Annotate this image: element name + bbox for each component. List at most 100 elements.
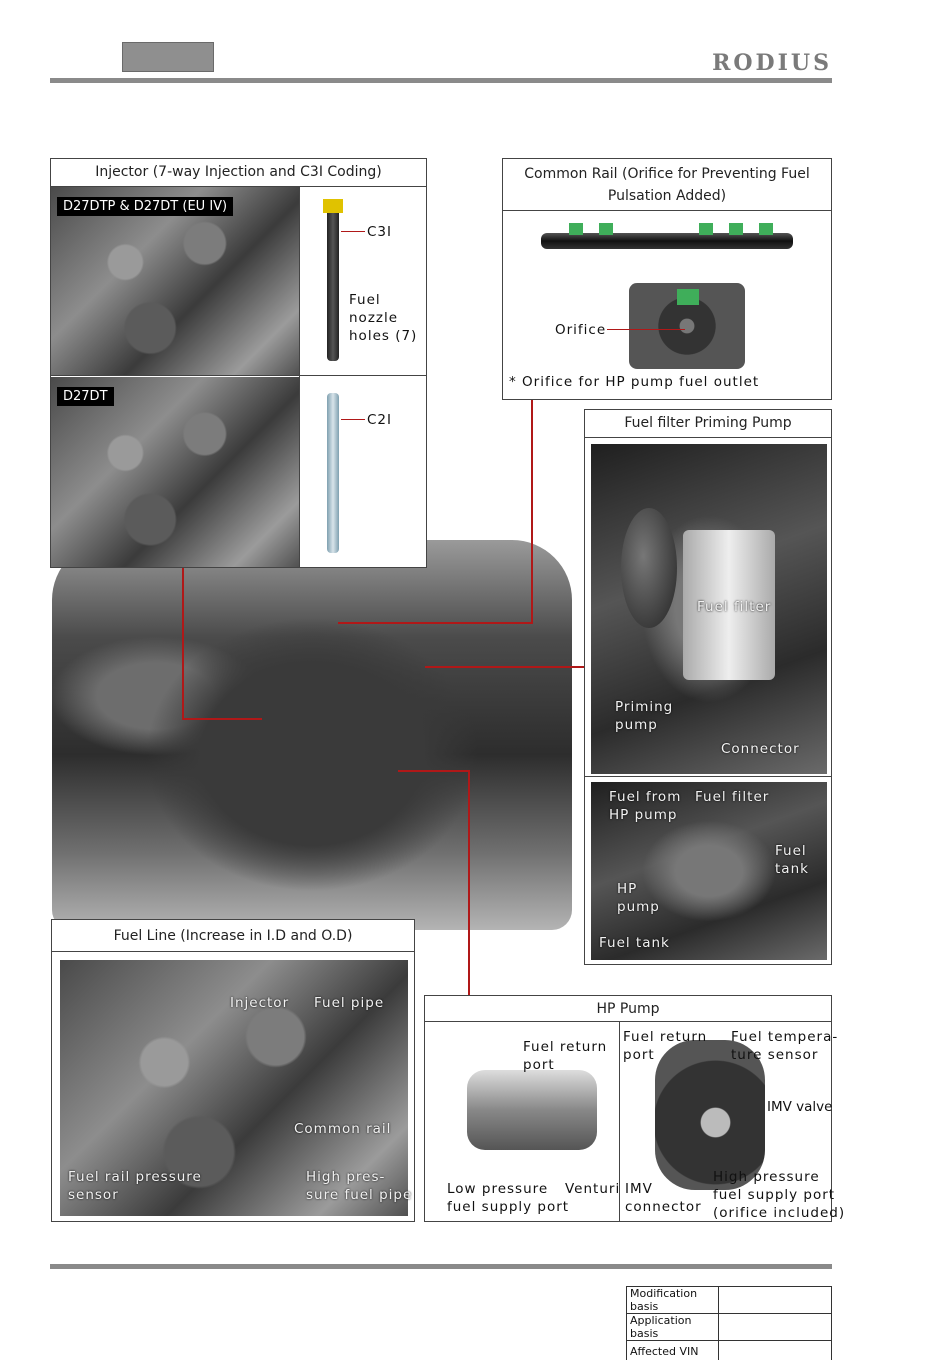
imv-valve-label: IMV valve <box>767 1099 833 1115</box>
high-pressure-pipe-label-line: sure fuel pipe <box>306 1187 413 1203</box>
injector-top-photo <box>51 187 299 375</box>
fuel-tank-label-line: tank <box>775 861 809 877</box>
hp-pump-title: HP Pump <box>425 996 831 1022</box>
fuel-line-photo <box>60 960 408 1216</box>
table-value <box>718 1286 832 1314</box>
rail-port <box>599 223 613 235</box>
brand-logo: RODIUS <box>712 50 832 76</box>
table-label: Application basis <box>626 1313 719 1341</box>
injector-bottom-photo <box>51 377 299 567</box>
fuel-from-hp-label-line: HP pump <box>609 807 678 823</box>
hp-pump-side-image <box>467 1070 597 1150</box>
table-label: Affected VIN <box>626 1340 719 1360</box>
engine-bay-photo <box>52 540 572 930</box>
footer-divider <box>50 1264 832 1269</box>
imv-connector-label-line: IMV <box>625 1181 653 1197</box>
panel-divider <box>51 375 427 376</box>
hp-pump-panel: HP Pump Fuel return port Low pressure fu… <box>424 995 844 1222</box>
table-label: Modification basis <box>626 1286 719 1314</box>
injector-panel-title: Injector (7-way Injection and C3I Coding… <box>51 159 426 187</box>
connector-line <box>468 770 470 995</box>
low-pressure-label-line: Low pressure <box>447 1181 549 1197</box>
injector-label: Injector <box>230 995 290 1011</box>
fuel-line-panel: Fuel Line (Increase in I.D and O.D) Inje… <box>51 919 415 1222</box>
fuel-tank-label: Fuel tank <box>599 935 670 951</box>
c2i-injector-image <box>327 393 339 553</box>
panel-divider <box>619 1022 620 1222</box>
modification-table: Modification basis Application basis Aff… <box>626 1286 832 1360</box>
high-pressure-port-label-line: fuel supply port <box>713 1187 836 1203</box>
fuel-filter-label: Fuel filter <box>697 599 772 615</box>
hp-pump-label-line: pump <box>617 899 660 915</box>
c3i-label: C3I <box>367 224 392 240</box>
rail-port <box>759 223 773 235</box>
priming-pump-label-line: pump <box>615 717 658 733</box>
nozzle-label-line: Fuel <box>349 292 381 308</box>
connector-label: Connector <box>721 741 800 757</box>
table-row: Application basis <box>626 1313 832 1341</box>
connector-line <box>425 666 585 668</box>
fuel-temp-sensor-label-line: Fuel tempera- <box>731 1029 839 1045</box>
priming-bulb <box>621 508 677 628</box>
common-rail-title: Common Rail (Orifice for Preventing Fuel… <box>503 159 831 211</box>
fuel-return-port-label-line: Fuel return <box>523 1039 608 1055</box>
rail-port <box>729 223 743 235</box>
nozzle-label-line: nozzle <box>349 310 399 326</box>
fuel-filter-body <box>683 530 775 680</box>
orifice-label: Orifice <box>555 322 607 338</box>
label-leader <box>341 231 365 232</box>
priming-pump-panel: Fuel filter Priming Pump Fuel filter Pri… <box>584 409 832 965</box>
panel-divider <box>585 776 832 777</box>
c2i-label: C2I <box>367 412 392 428</box>
common-rail-panel: Common Rail (Orifice for Preventing Fuel… <box>502 158 832 400</box>
common-rail-label: Common rail <box>294 1121 392 1137</box>
fuel-routing-photo <box>591 782 827 960</box>
high-pressure-port-label-line: (orifice included) <box>713 1205 846 1221</box>
hp-pump-front-image <box>655 1040 765 1190</box>
section-tab <box>122 42 214 72</box>
variant-label: D27DT <box>57 387 114 406</box>
fuel-line-title: Fuel Line (Increase in I.D and O.D) <box>52 920 414 952</box>
common-rail-note: * Orifice for HP pump fuel outlet <box>509 374 760 390</box>
fuel-pipe-label: Fuel pipe <box>314 995 385 1011</box>
fuel-return-port-label-line: Fuel return <box>623 1029 708 1045</box>
fuel-rail-sensor-label-line: Fuel rail pressure <box>68 1169 202 1185</box>
orifice-fitting <box>677 289 699 305</box>
fuel-temp-sensor-label-line: ture sensor <box>731 1047 819 1063</box>
common-rail-image <box>541 233 793 249</box>
table-value <box>718 1313 832 1341</box>
variant-label: D27DTP & D27DT (EU IV) <box>57 197 234 216</box>
fuel-tank-label-line: Fuel <box>775 843 807 859</box>
connector-line <box>182 568 184 720</box>
c3i-injector-cap <box>323 199 343 213</box>
rail-port <box>699 223 713 235</box>
fuel-return-port-label-line: port <box>523 1057 555 1073</box>
label-leader <box>341 419 365 420</box>
common-rail-title-line: Common Rail (Orifice for Preventing Fuel <box>524 166 810 182</box>
fuel-filter-label: Fuel filter <box>695 789 770 805</box>
fuel-rail-sensor-label-line: sensor <box>68 1187 119 1203</box>
hp-pump-label-line: HP <box>617 881 638 897</box>
connector-line <box>338 622 533 624</box>
rail-port <box>569 223 583 235</box>
connector-line <box>398 770 470 772</box>
connector-line <box>182 718 262 720</box>
venturi-label: Venturi <box>565 1181 621 1197</box>
injector-panel: Injector (7-way Injection and C3I Coding… <box>50 158 427 568</box>
connector-line <box>531 398 533 623</box>
high-pressure-pipe-label-line: High pres- <box>306 1169 386 1185</box>
imv-connector-label-line: connector <box>625 1199 702 1215</box>
nozzle-label-line: holes (7) <box>349 328 418 344</box>
label-leader <box>607 329 685 330</box>
table-row: Affected VIN <box>626 1340 832 1360</box>
priming-pump-title: Fuel filter Priming Pump <box>585 410 831 438</box>
c3i-injector-image <box>327 201 339 361</box>
fuel-return-port-label-line: port <box>623 1047 655 1063</box>
table-row: Modification basis <box>626 1286 832 1314</box>
fuel-from-hp-label-line: Fuel from <box>609 789 682 805</box>
low-pressure-label-line: fuel supply port <box>447 1199 570 1215</box>
priming-pump-label-line: Priming <box>615 699 674 715</box>
common-rail-title-line: Pulsation Added) <box>607 188 727 204</box>
high-pressure-port-label-line: High pressure <box>713 1169 820 1185</box>
header-divider <box>50 78 832 83</box>
